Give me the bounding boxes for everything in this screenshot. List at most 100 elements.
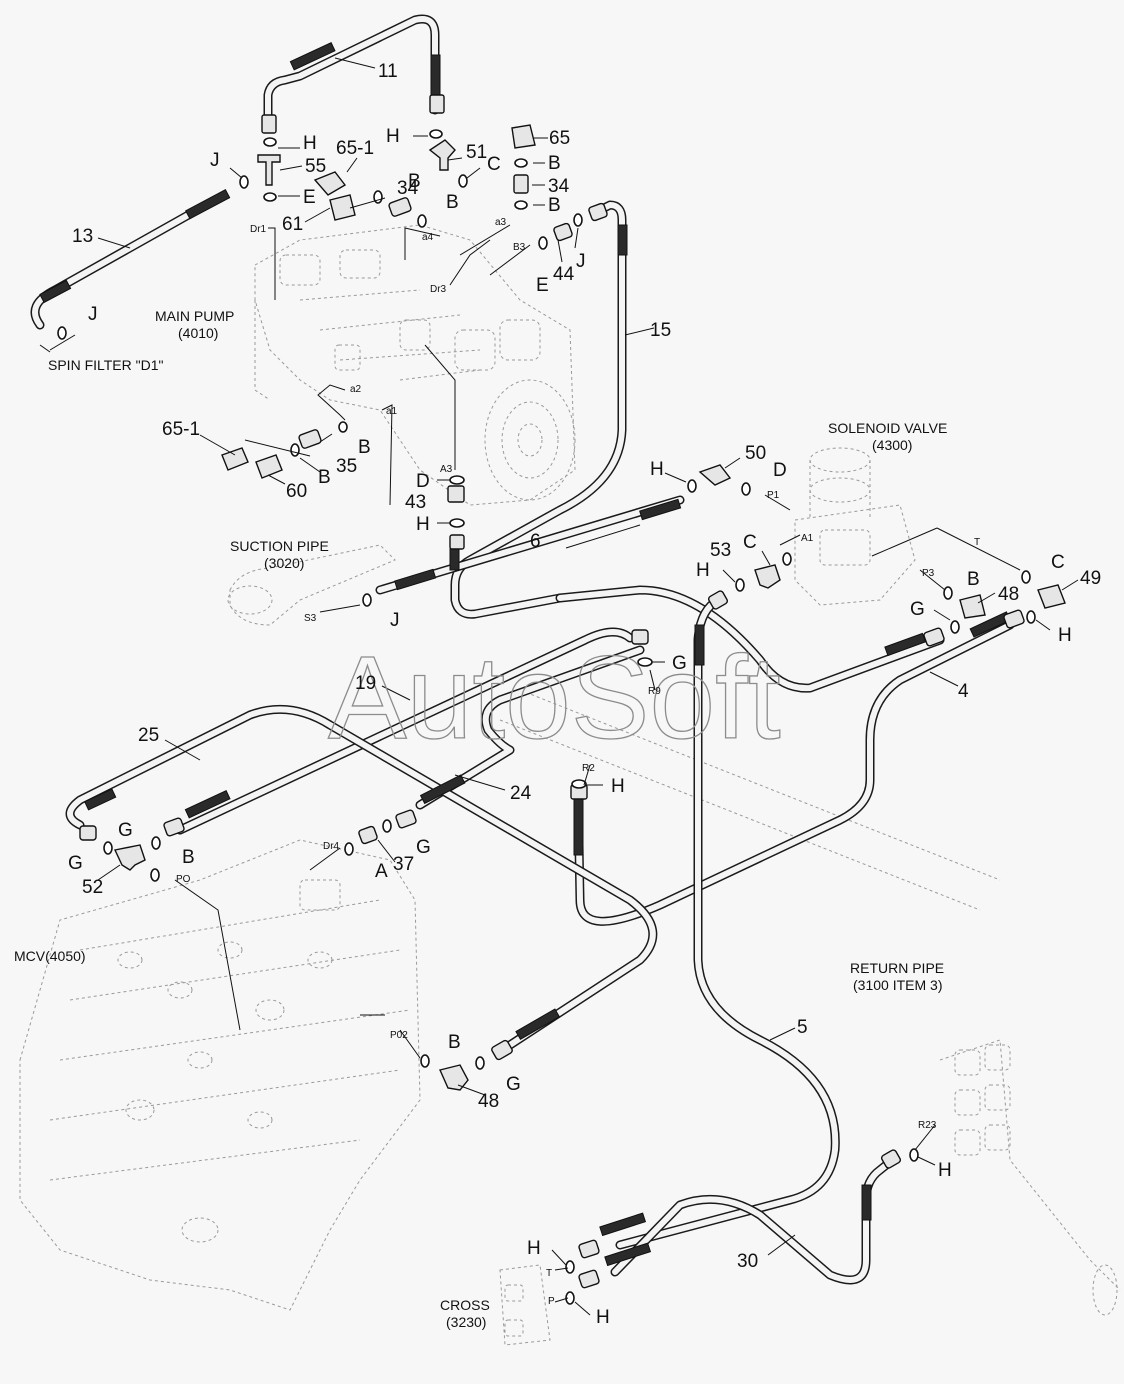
letter-a: A — [375, 861, 388, 882]
port-label-s3: S3 — [304, 613, 317, 624]
letter-d: D — [773, 460, 787, 481]
solenoid-valve-outline — [794, 447, 916, 606]
letter-j: J — [210, 150, 220, 171]
letter-g: G — [910, 599, 925, 620]
port-label-dr3: Dr3 — [430, 284, 447, 295]
letter-h: H — [650, 459, 664, 480]
spin-filter-label: SPIN FILTER "D1" — [48, 357, 164, 373]
letter-g: G — [118, 820, 133, 841]
port-label-dr4: Dr4 — [323, 841, 340, 852]
return-pipe-outline — [499, 689, 1121, 1316]
port-label-a1-upper: A1 — [801, 533, 814, 544]
letter-b: B — [548, 153, 561, 174]
main-pump-code-label: (4010) — [178, 325, 218, 341]
item-number-13: 13 — [72, 226, 93, 247]
hose-24 — [415, 645, 645, 810]
port-label-dr1: Dr1 — [250, 224, 267, 235]
port-label-p1: P1 — [767, 490, 780, 501]
item-number-65-1-top: 65-1 — [336, 138, 374, 159]
item-number-51: 51 — [466, 142, 487, 163]
letter-h: H — [303, 133, 317, 154]
port-label-r23: R23 — [918, 1120, 937, 1131]
port-label-a3: a3 — [495, 217, 507, 228]
letter-b: B — [448, 1032, 461, 1053]
letter-h: H — [416, 514, 430, 535]
letter-h: H — [527, 1238, 541, 1259]
suction-pipe-code-label: (3020) — [264, 555, 304, 571]
letter-h: H — [696, 560, 710, 581]
o-rings — [57, 129, 1036, 1305]
port-label-p3: P3 — [922, 568, 935, 579]
item-number-34-left: 34 — [397, 178, 419, 199]
part-letters: H J E B B H C B B E J J B B D H H D J C … — [68, 126, 1072, 1328]
letter-g: G — [672, 653, 687, 674]
letter-b: B — [446, 192, 459, 213]
item-number-19: 19 — [355, 673, 376, 694]
item-number-34-right: 34 — [548, 176, 570, 197]
fittings — [79, 94, 1066, 1289]
solenoid-valve-label: SOLENOID VALVE — [828, 420, 947, 436]
item-numbers: 11 13 55 65-1 61 34 51 65 34 44 15 65-1 … — [72, 61, 1101, 1272]
leader-lines — [39, 57, 1079, 1316]
port-label-a1: a1 — [386, 406, 398, 417]
letter-h: H — [596, 1307, 610, 1328]
hose-13 — [30, 195, 220, 330]
return-pipe-label: RETURN PIPE — [850, 960, 944, 976]
port-label-t: T — [974, 537, 980, 548]
letter-j: J — [576, 251, 586, 272]
component-labels: MAIN PUMP (4010) SPIN FILTER "D1" SOLENO… — [14, 308, 947, 1330]
item-number-52: 52 — [82, 877, 103, 898]
item-number-25: 25 — [138, 725, 159, 746]
suction-pipe-outline — [227, 544, 396, 626]
port-label-a3-upper: A3 — [440, 464, 453, 475]
letter-c: C — [1051, 552, 1065, 573]
hose-11 — [263, 14, 440, 123]
item-number-44: 44 — [553, 264, 575, 285]
port-label-a2: a2 — [350, 384, 362, 395]
item-number-55: 55 — [305, 156, 326, 177]
watermark: AutoSoft — [328, 632, 781, 764]
letter-g: G — [506, 1074, 521, 1095]
port-label-t-cross: T — [546, 1268, 552, 1279]
item-number-37: 37 — [393, 854, 414, 875]
letter-g: G — [416, 837, 431, 858]
letter-b: B — [548, 195, 561, 216]
port-label-a4: a4 — [422, 232, 434, 243]
item-number-65: 65 — [549, 128, 570, 149]
letter-b: B — [318, 467, 331, 488]
mcv-label: MCV(4050) — [14, 948, 86, 964]
solenoid-valve-code-label: (4300) — [872, 437, 912, 453]
item-number-24: 24 — [510, 783, 532, 804]
letter-j: J — [88, 304, 98, 325]
item-number-48-right: 48 — [998, 584, 1019, 605]
hose-4 — [573, 620, 1015, 926]
port-label-po: PO — [176, 874, 191, 885]
letter-h: H — [1058, 625, 1072, 646]
item-number-6: 6 — [530, 531, 541, 552]
letter-b: B — [358, 437, 371, 458]
hose-braids — [39, 41, 1011, 1267]
letter-d: D — [416, 471, 430, 492]
port-label-b3: B3 — [513, 242, 526, 253]
cross-label: CROSS — [440, 1297, 490, 1313]
item-number-43: 43 — [405, 492, 426, 513]
letter-g: G — [68, 853, 83, 874]
item-number-60: 60 — [286, 481, 307, 502]
port-label-p02: P02 — [390, 1030, 408, 1041]
item-number-30: 30 — [737, 1251, 758, 1272]
item-number-11: 11 — [378, 61, 398, 82]
suction-pipe-label: SUCTION PIPE — [230, 538, 329, 554]
mcv-outline — [19, 839, 421, 1311]
item-number-35: 35 — [336, 456, 357, 477]
main-pump-outline — [254, 224, 576, 506]
item-number-50: 50 — [745, 443, 766, 464]
letter-h: H — [938, 1160, 952, 1181]
letter-c: C — [487, 154, 501, 175]
letter-e: E — [303, 187, 316, 208]
letter-j: J — [390, 610, 400, 631]
item-number-61: 61 — [282, 214, 303, 235]
port-label-p-cross: P — [548, 1296, 555, 1307]
cross-outline — [499, 1264, 551, 1346]
